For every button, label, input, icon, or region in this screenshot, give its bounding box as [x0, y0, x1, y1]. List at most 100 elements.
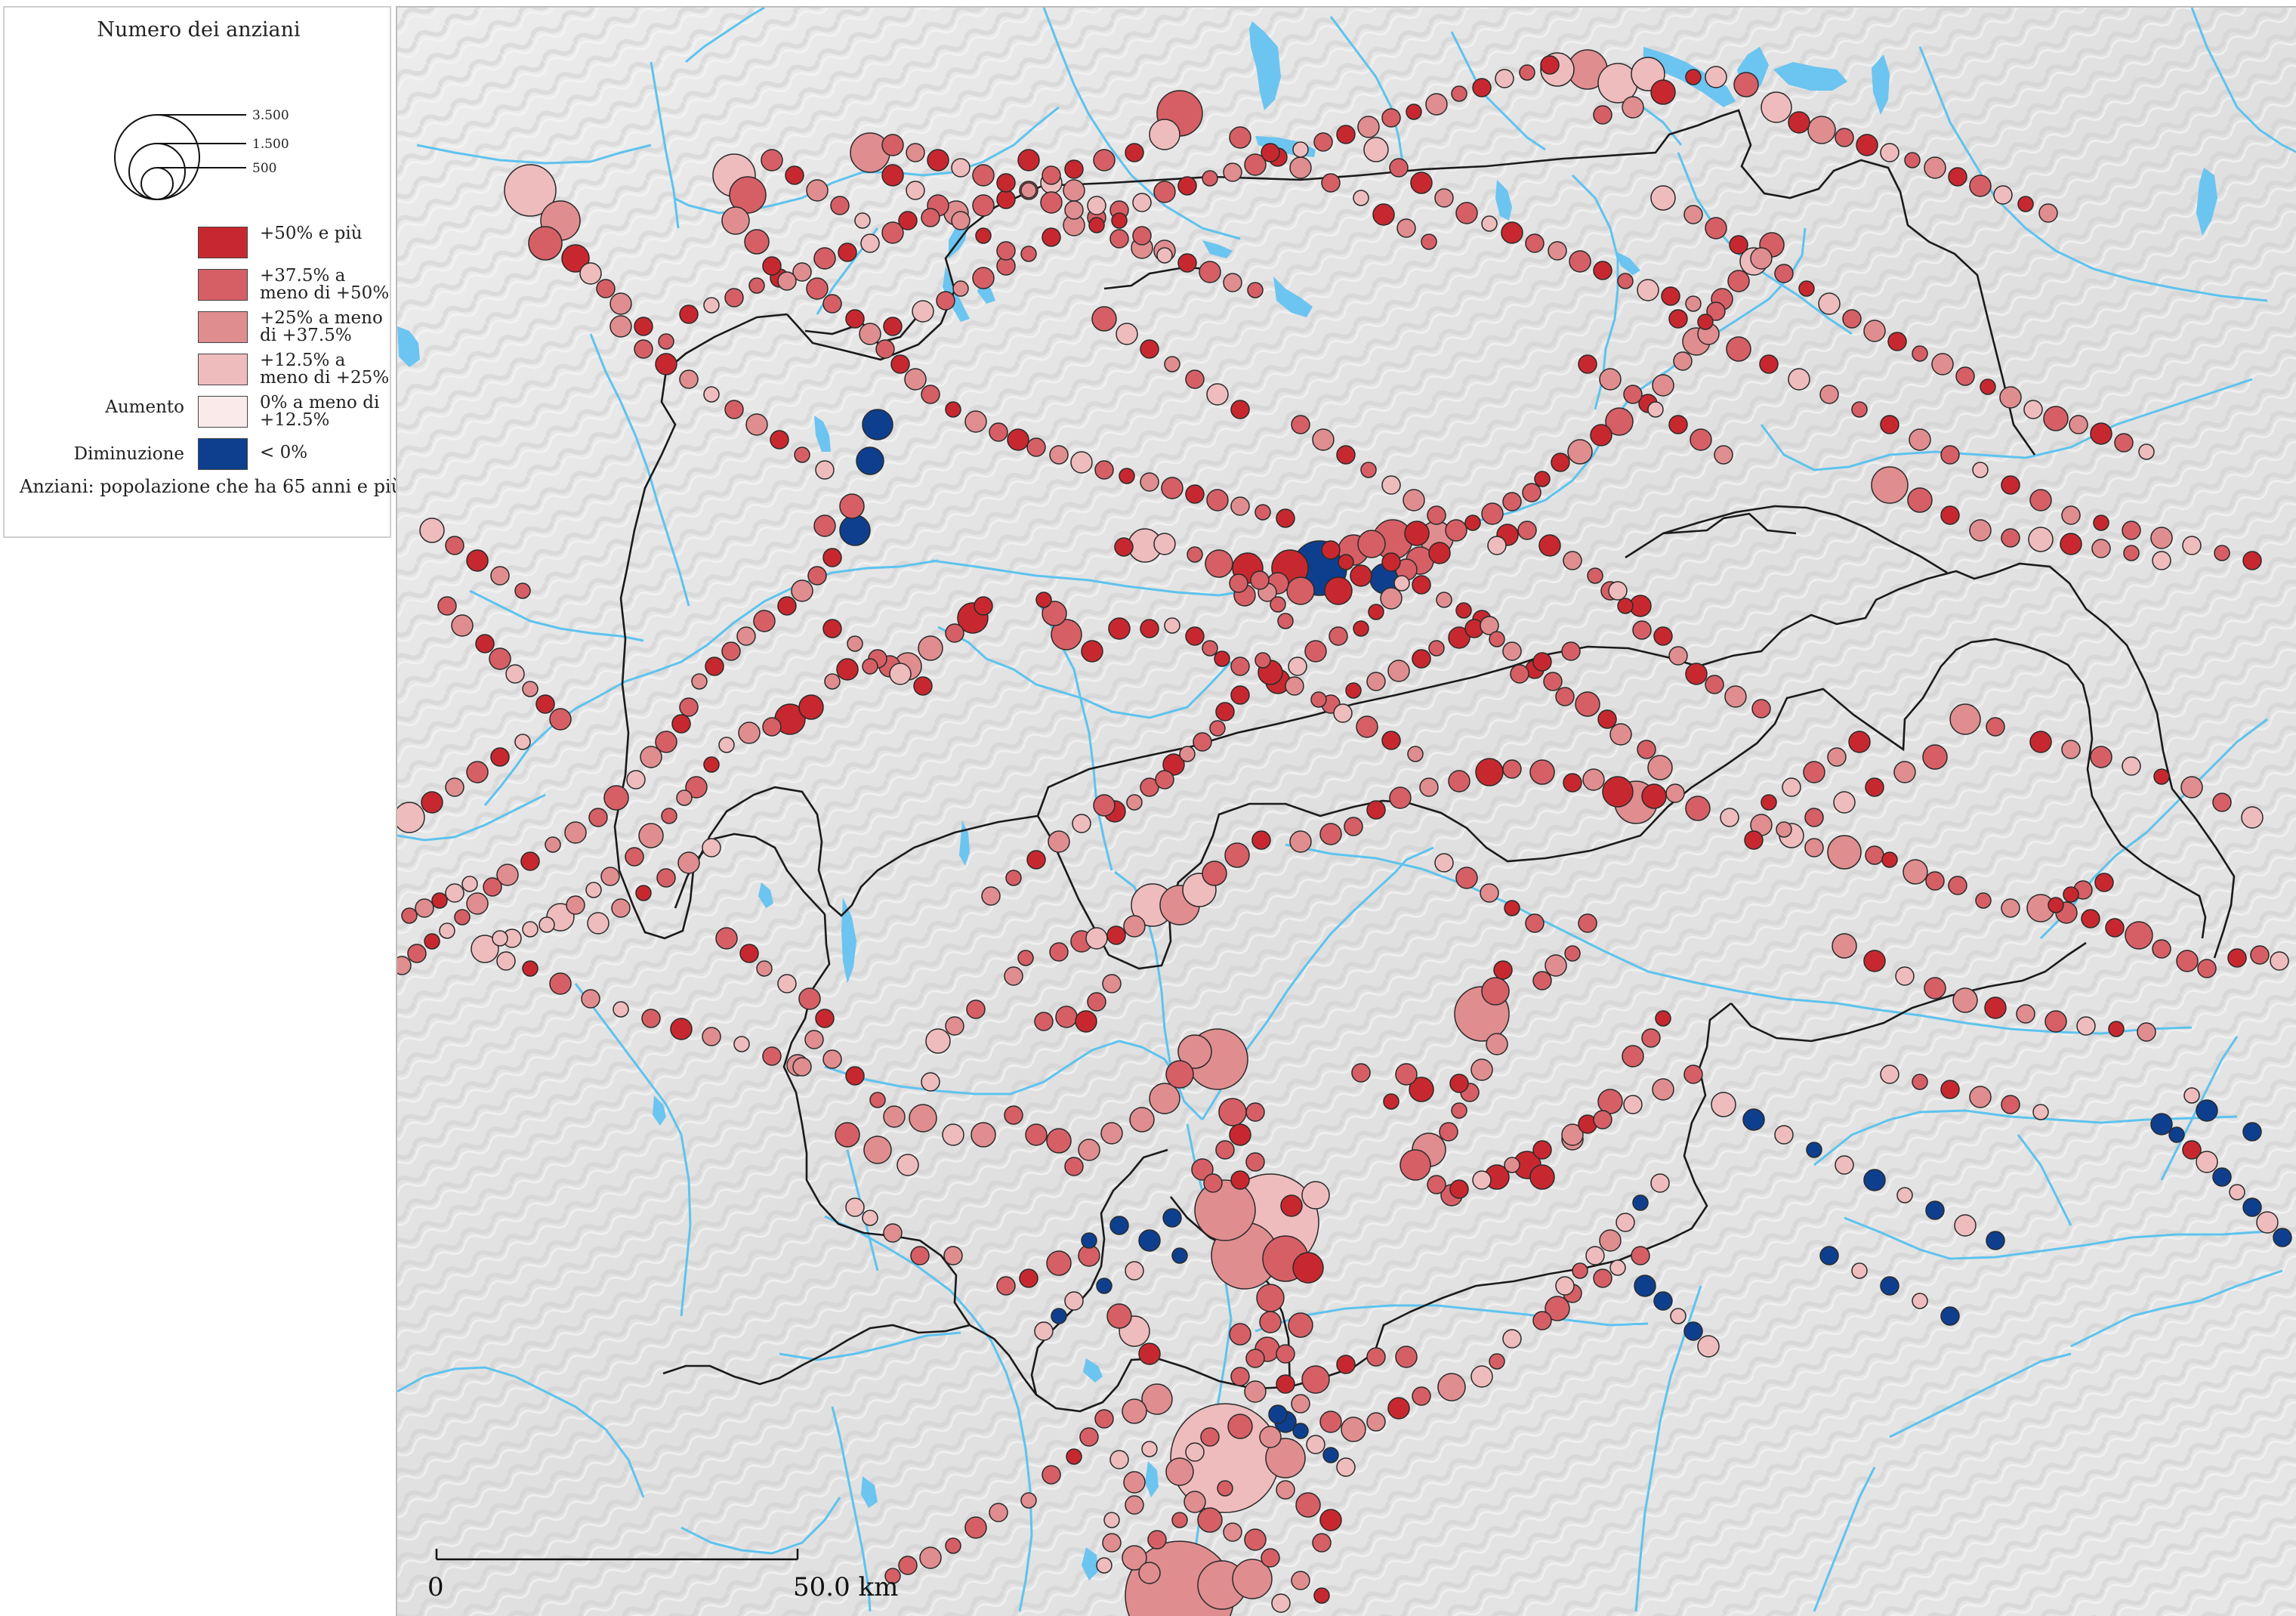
commune-symbol — [744, 229, 770, 255]
commune-symbol — [1256, 1284, 1285, 1312]
commune-symbol — [881, 134, 904, 156]
commune-symbol — [1064, 1291, 1084, 1311]
commune-symbol — [496, 864, 519, 886]
commune-symbol — [1665, 783, 1685, 803]
commune-symbol — [1205, 549, 1233, 578]
commune-symbol — [579, 262, 602, 285]
map-svg[interactable]: 0 50.0 km — [397, 8, 2296, 1616]
commune-symbol — [1034, 1321, 1054, 1341]
commune-symbol — [492, 930, 508, 947]
commune-symbol — [1647, 755, 1673, 780]
commune-symbol — [1109, 1216, 1129, 1235]
commune-symbol — [661, 808, 677, 824]
commune-symbol — [972, 164, 995, 187]
commune-symbol — [869, 1092, 886, 1108]
commune-symbol — [1617, 273, 1634, 289]
commune-symbol — [1599, 1229, 1622, 1252]
map-canvas[interactable]: 0 50.0 km — [396, 6, 2296, 1616]
commune-symbol — [1116, 323, 1138, 345]
commune-symbol — [1632, 620, 1652, 640]
commune-symbol — [1670, 1308, 1687, 1324]
commune-symbol — [1807, 116, 1836, 144]
scale-start-label: 0 — [427, 1572, 444, 1602]
commune-symbol — [1455, 602, 1472, 619]
commune-symbol — [2063, 886, 2079, 903]
commune-symbol — [1132, 226, 1152, 246]
commune-symbol — [1774, 264, 1794, 283]
commune-symbol — [1177, 1034, 1212, 1069]
commune-symbol — [490, 566, 510, 586]
commune-symbol — [1587, 567, 1603, 584]
commune-symbol — [1017, 950, 1034, 966]
commune-symbol — [1726, 336, 1751, 362]
commune-symbol — [1046, 1250, 1072, 1276]
commune-symbol — [1404, 521, 1430, 546]
lake-shape — [2196, 168, 2217, 236]
commune-symbol — [2180, 776, 2203, 799]
commune-symbol — [1319, 823, 1342, 845]
commune-symbol — [804, 1030, 824, 1049]
commune-symbol — [1026, 437, 1046, 457]
commune-symbol — [2122, 756, 2141, 776]
commune-symbol — [792, 262, 812, 282]
river-line — [589, 333, 690, 607]
river-line — [1889, 1352, 2072, 1438]
border-line — [613, 313, 1038, 940]
commune-symbol — [1230, 496, 1250, 516]
commune-symbol — [1064, 159, 1084, 179]
commune-symbol — [1004, 1105, 1023, 1125]
class-row-0-12: 0% a meno di +12.5% — [5, 393, 393, 432]
commune-symbol — [919, 1546, 942, 1569]
commune-symbol — [625, 847, 644, 867]
commune-symbol — [1064, 200, 1084, 220]
commune-symbol — [1480, 883, 1499, 903]
commune-symbol — [1381, 108, 1401, 128]
commune-symbol — [1896, 1187, 1913, 1204]
commune-symbol — [2001, 1095, 2020, 1114]
commune-symbol — [1940, 1080, 1960, 1099]
commune-symbol — [1532, 1140, 1552, 1160]
commune-symbol — [951, 211, 971, 230]
class-label: 0% a meno di +12.5% — [260, 393, 380, 430]
commune-symbol — [1119, 468, 1135, 484]
commune-symbol — [1451, 85, 1467, 102]
commune-symbol — [1353, 620, 1369, 637]
commune-symbol — [1094, 1409, 1114, 1429]
border-line — [1730, 941, 2087, 1043]
commune-symbol — [1161, 477, 1183, 499]
commune-symbol — [1940, 1306, 1960, 1326]
size-label-3500: 3.500 — [252, 108, 289, 123]
commune-symbol — [996, 241, 1016, 261]
commune-symbol — [1668, 309, 1688, 329]
commune-symbol — [1017, 149, 1040, 171]
commune-symbol — [1616, 1213, 1635, 1232]
commune-symbol — [1597, 1089, 1623, 1114]
commune-symbol — [596, 279, 616, 298]
commune-symbol — [2125, 921, 2153, 950]
commune-symbol — [397, 956, 412, 975]
commune-symbol — [1381, 731, 1401, 750]
commune-symbol — [904, 368, 927, 391]
commune-symbol — [945, 623, 964, 643]
commune-symbol — [1171, 1512, 1188, 1528]
commune-symbol — [445, 536, 464, 555]
commune-symbol — [822, 294, 842, 314]
commune-symbol — [2048, 897, 2064, 913]
commune-symbol — [1706, 301, 1726, 321]
commune-symbol — [1366, 1412, 1386, 1432]
commune-symbol — [1007, 428, 1029, 451]
commune-symbol — [504, 164, 557, 217]
commune-symbol — [1292, 1423, 1309, 1439]
commune-symbol — [2196, 1099, 2218, 1122]
commune-symbol — [1538, 534, 1561, 557]
commune-symbol — [705, 657, 724, 676]
size-legend: 3.500 1.500 500 — [114, 108, 289, 200]
commune-symbol — [1149, 1083, 1180, 1114]
commune-symbol — [815, 1009, 835, 1028]
commune-symbol — [2061, 505, 2081, 525]
commune-symbol — [1529, 759, 1555, 785]
commune-symbol — [1705, 66, 1727, 88]
commune-symbol — [1202, 640, 1218, 657]
commune-symbol — [1345, 682, 1362, 699]
commune-symbol — [927, 149, 949, 171]
